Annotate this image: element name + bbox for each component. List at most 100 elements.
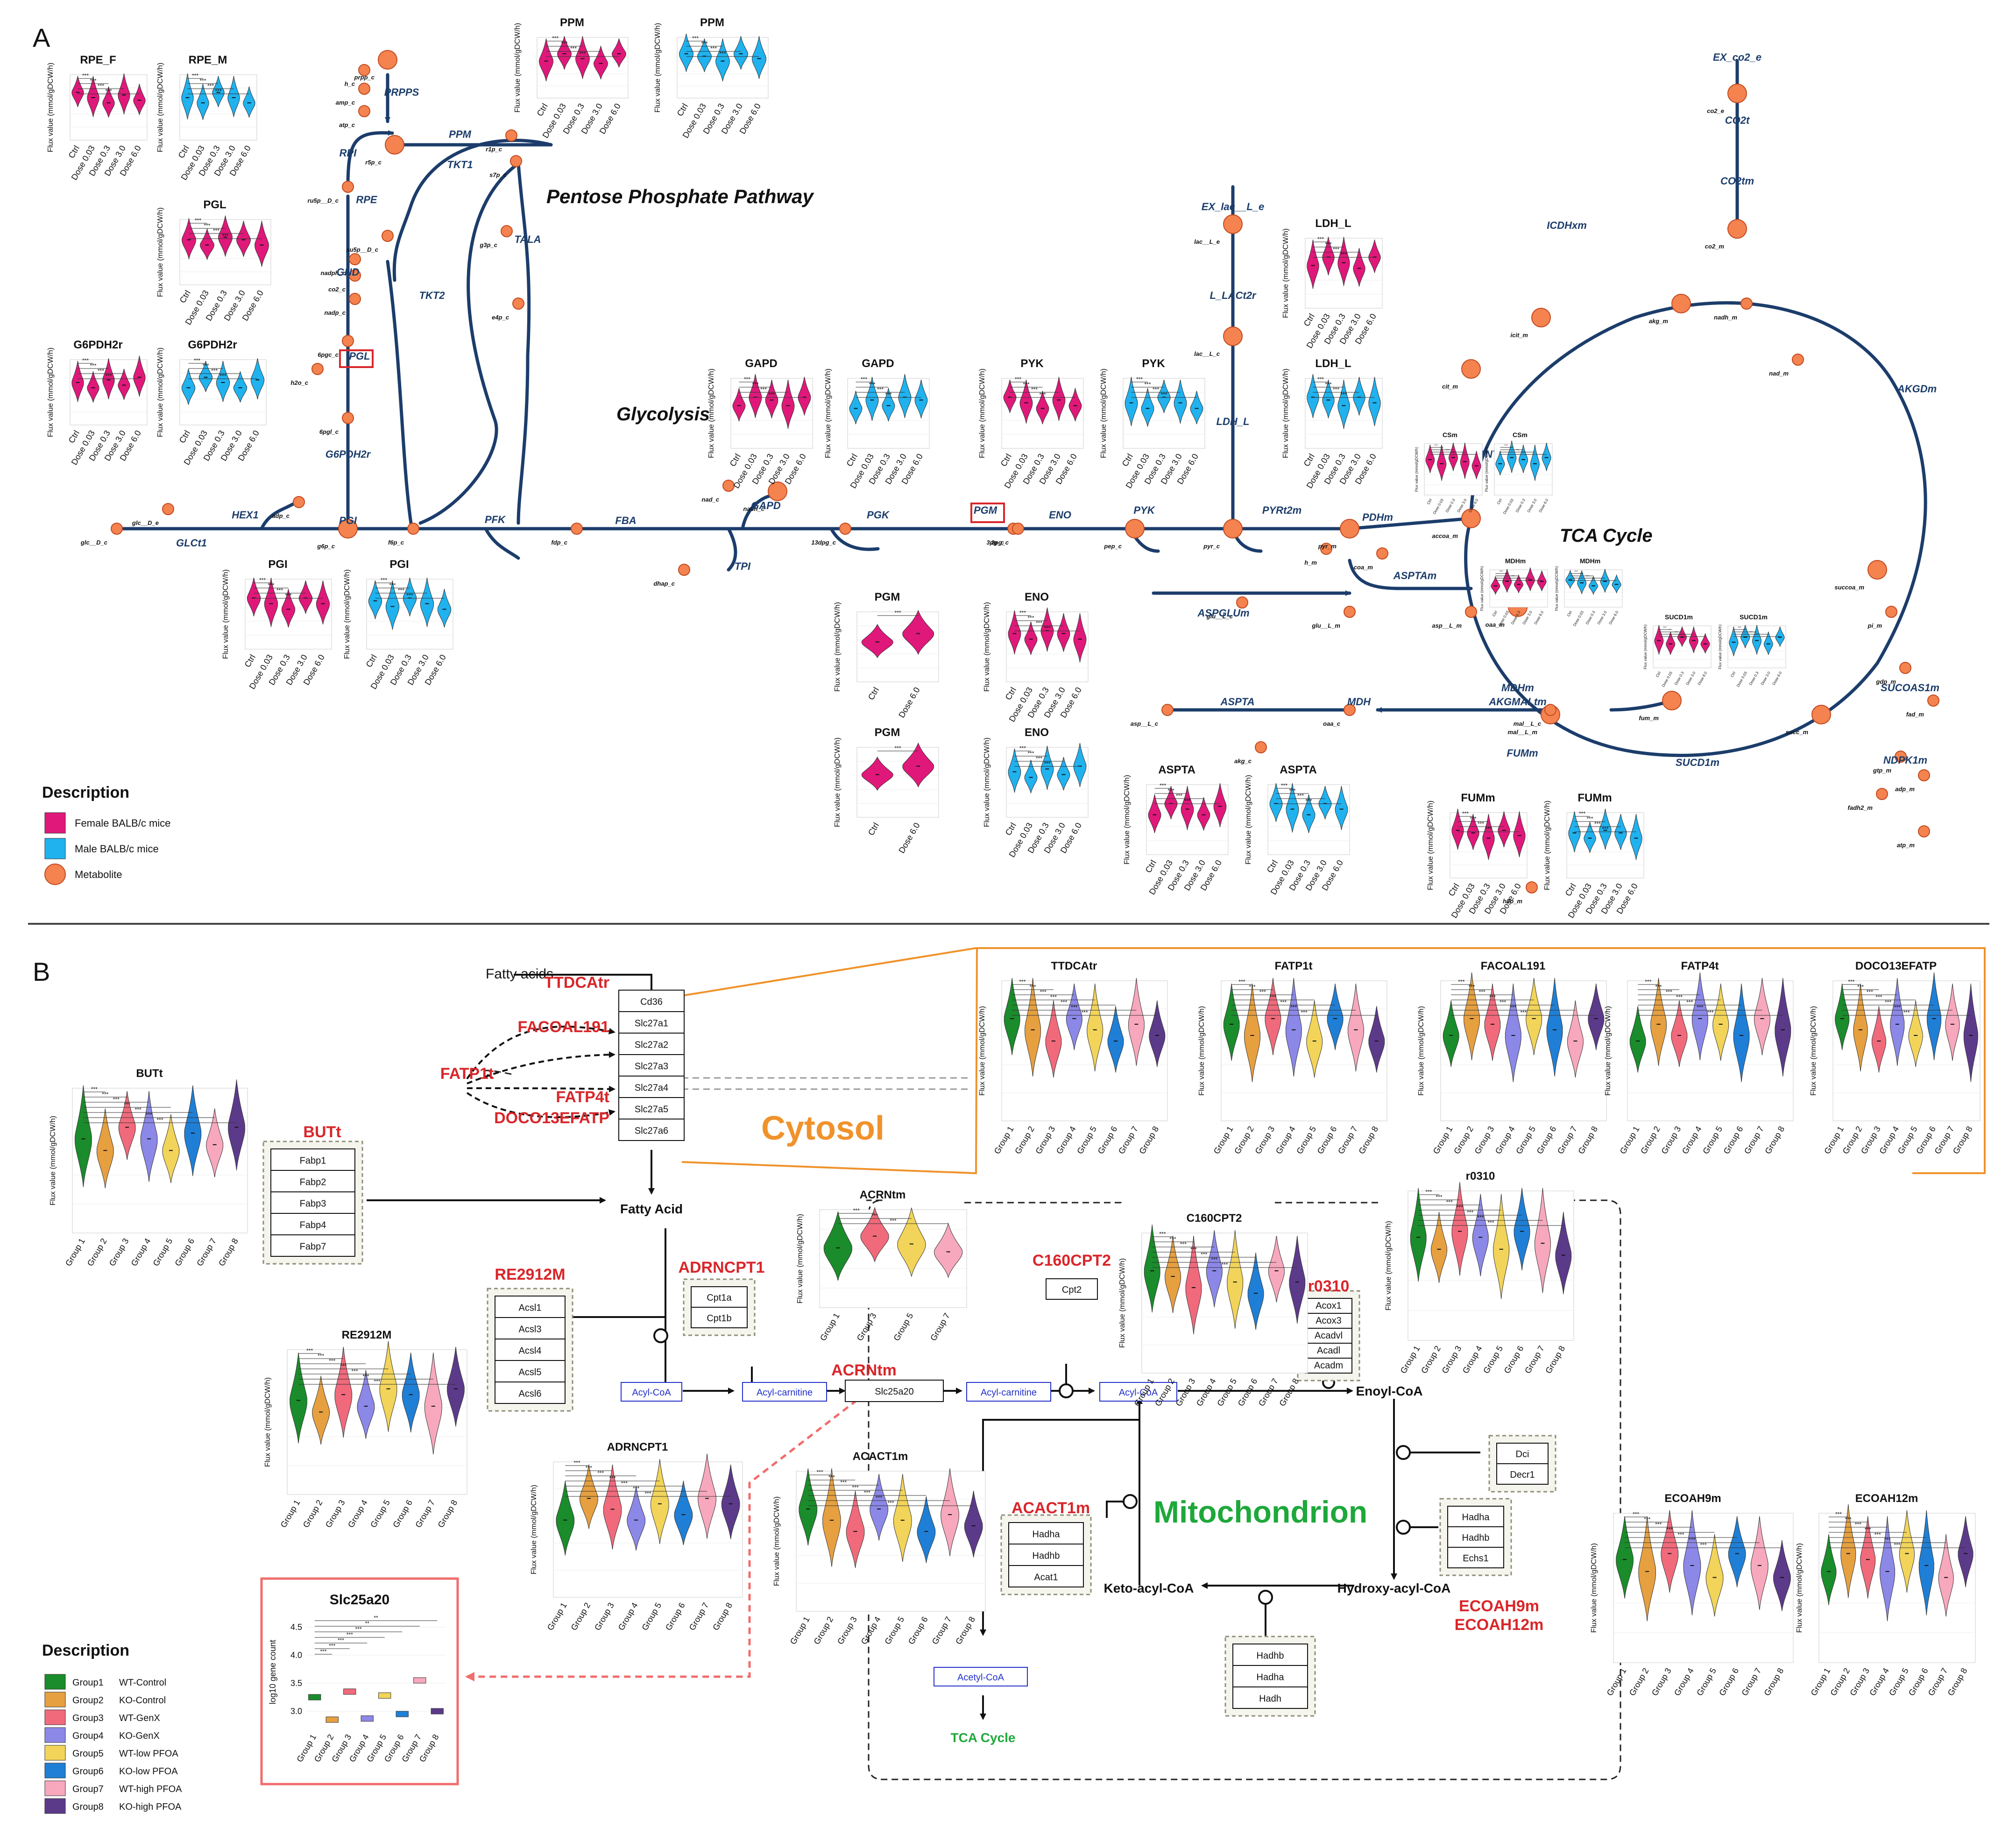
violin-group-label: Ctrl (845, 452, 859, 468)
significance-mark: *** (1579, 810, 1585, 817)
violin-shape (197, 84, 209, 120)
significance-mark: ** (365, 1620, 370, 1627)
significance-mark: *** (98, 83, 104, 89)
violin-group-label: Group 1 (1399, 1344, 1422, 1375)
metabolite-node (342, 335, 354, 347)
legend-swatch (44, 1727, 66, 1743)
violin-title: BUTt (136, 1067, 163, 1080)
violin-title: r0310 (1466, 1170, 1495, 1183)
metabolite-node (358, 83, 370, 95)
violin-group-label: Ctrl (177, 144, 191, 160)
significance-mark: *** (1903, 1009, 1910, 1016)
significance-mark: *** (894, 745, 901, 751)
violin-group-label: Group 6 (391, 1498, 414, 1529)
violin-ylabel: Flux value (mmol/gDCW/h) (222, 569, 230, 659)
violin-shape (1045, 1000, 1062, 1078)
boxplot-title: Slc25a20 (330, 1592, 389, 1608)
violin-shape (379, 1341, 397, 1432)
metabolite-node (768, 482, 787, 501)
significance-mark: *** (876, 1495, 882, 1501)
significance-mark: *** (752, 381, 758, 388)
significance-mark: *** (329, 1643, 335, 1649)
violin-shape (1835, 983, 1850, 1050)
violin-title: PGL (203, 198, 226, 211)
significance-mark: *** (887, 1500, 894, 1506)
significance-mark: *** (1655, 1521, 1662, 1528)
violin-ylabel: Flux value (mmol/gDCW/h) (1543, 801, 1551, 890)
violin-shape (1927, 972, 1942, 1061)
metabolite-node (839, 523, 851, 535)
significance-mark: *** (552, 35, 559, 42)
violin-title: PPM (560, 16, 584, 29)
metabolite-node (1344, 704, 1356, 716)
violin-shape (1537, 570, 1547, 591)
violin-group-label: Group 4 (1680, 1125, 1704, 1155)
metabolite-label: 2pg_c (990, 539, 1009, 546)
violin-shape (1505, 983, 1521, 1082)
significance-mark: *** (1580, 573, 1584, 576)
significance-mark: *** (828, 1474, 835, 1481)
reaction-label: PFK (485, 514, 506, 525)
significance-mark: *** (1602, 826, 1608, 832)
violin-shape (679, 34, 693, 72)
metabolite-node (385, 135, 404, 155)
violin-shape (627, 1486, 645, 1551)
metabolite-label: icit_m (1510, 332, 1528, 339)
significance-mark: *** (82, 72, 89, 79)
significance-mark: *** (1281, 782, 1287, 789)
significance-mark: *** (1458, 978, 1464, 985)
reaction-label: FUMm (1507, 747, 1538, 759)
violin-title: FATP4t (1681, 960, 1719, 972)
significance-mark: *** (1434, 445, 1438, 447)
significance-mark: *** (1159, 1231, 1166, 1237)
metabolite-label: xu5p__D_c (346, 246, 378, 253)
significance-mark: *** (1176, 793, 1182, 799)
violin-shape (1671, 1000, 1688, 1067)
significance-mark: *** (207, 83, 214, 89)
legend-desc: KO-Control (119, 1695, 166, 1706)
significance-mark: *** (871, 1212, 878, 1219)
violin-group-label: Group 2 (1639, 1125, 1662, 1155)
violin-ylabel: Flux value (mmol/gDCW/h) (824, 368, 832, 458)
legend-swatch (44, 1798, 66, 1814)
violin-shape (1493, 1194, 1510, 1299)
violin-group-label: Group 8 (711, 1601, 734, 1632)
violin-group-label: Group 4 (1672, 1666, 1696, 1697)
metabolite-label: h2o_m (1503, 898, 1522, 905)
violin-group-label: Group 3 (855, 1311, 878, 1342)
metabolite-label: coa_m (1354, 564, 1373, 571)
violin-shape (1495, 451, 1505, 475)
significance-mark: *** (381, 577, 387, 583)
violin-title: RPE_F (80, 54, 116, 66)
violin-group-label: Group 4 (1461, 1344, 1484, 1375)
significance-mark: *** (1340, 251, 1347, 258)
reaction-red-label: FATP1t (440, 1065, 494, 1083)
significance-mark: *** (1586, 815, 1593, 822)
violin-shape (1472, 1194, 1489, 1276)
significance-mark: *** (1666, 989, 1672, 995)
gene-name: Acsl5 (519, 1367, 542, 1377)
violin-group-label: Group 1 (545, 1601, 569, 1632)
metabolite-node (162, 503, 174, 515)
violin-group-label: Group 5 (1514, 1125, 1537, 1155)
violin-group-label: Ctrl (999, 452, 1013, 468)
significance-mark: *** (338, 1637, 344, 1644)
reaction-red-label: ECOAH12m (1455, 1616, 1544, 1634)
violin-shape (1057, 757, 1070, 791)
violin-ylabel: Flux value (mmol/gDCW/h) (530, 1485, 538, 1574)
violin-shape (71, 76, 84, 107)
violin-shape (447, 1346, 465, 1427)
violin-group-label: Group 7 (1336, 1125, 1359, 1155)
metabolite-node (407, 523, 419, 535)
significance-mark: *** (1875, 1531, 1881, 1538)
violin-group-label: Group 5 (640, 1601, 663, 1632)
reaction-label: TPI (735, 560, 751, 572)
significance-mark: *** (570, 45, 577, 52)
violin-ylabel: Flux value (mmol/gDCW/h) (1427, 801, 1435, 890)
violin-group-label: Group 2 (569, 1601, 593, 1632)
violin-group-label: Group 4 (1195, 1377, 1218, 1408)
violin-shape (1025, 978, 1041, 1077)
reaction-label: AKGMALtm (1488, 696, 1546, 708)
